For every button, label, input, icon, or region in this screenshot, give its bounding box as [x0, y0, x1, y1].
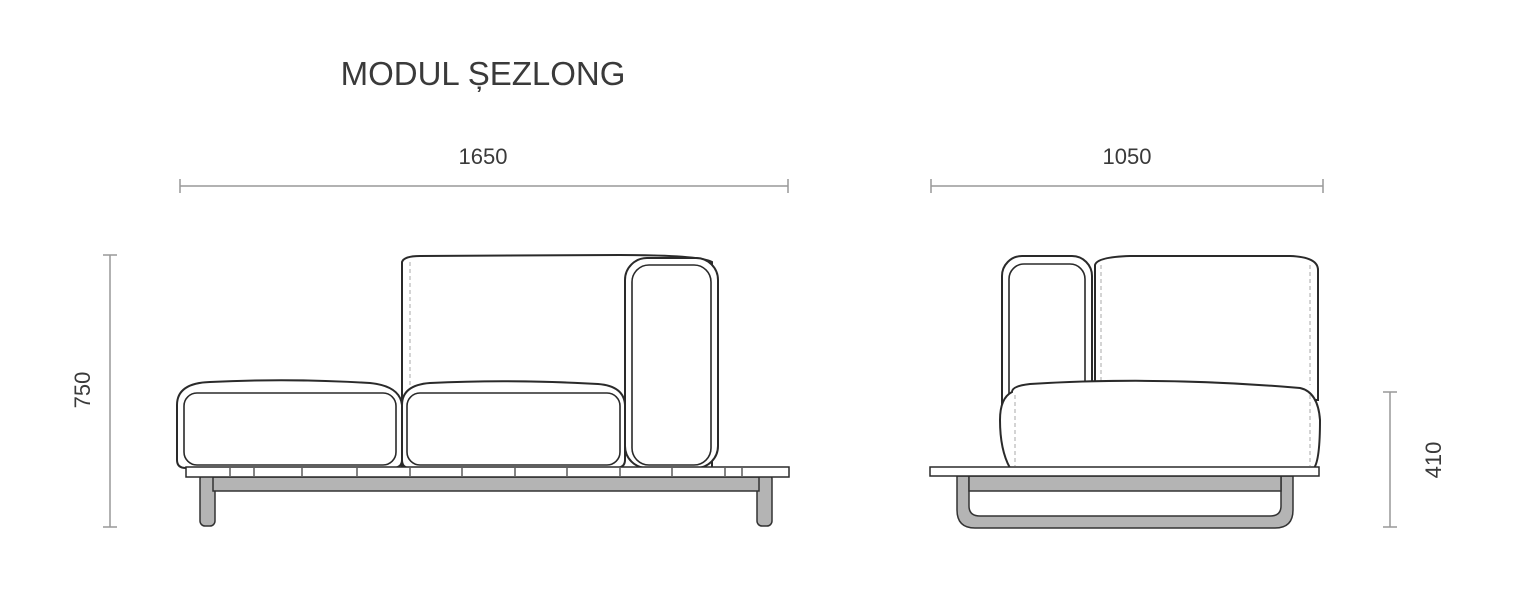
side-view	[929, 255, 1322, 529]
front-view	[176, 253, 790, 527]
dimension-front-width: 1650	[179, 144, 789, 193]
drawing-title: MODUL ȘEZLONG	[341, 55, 626, 92]
dimension-side-depth: 1050	[930, 144, 1324, 193]
height-label: 750	[70, 372, 95, 409]
seat-height-label: 410	[1421, 442, 1446, 479]
front-width-label: 1650	[459, 144, 508, 169]
side-depth-label: 1050	[1103, 144, 1152, 169]
dimension-height: 750	[70, 254, 117, 528]
dimension-seat-height: 410	[1383, 391, 1446, 528]
